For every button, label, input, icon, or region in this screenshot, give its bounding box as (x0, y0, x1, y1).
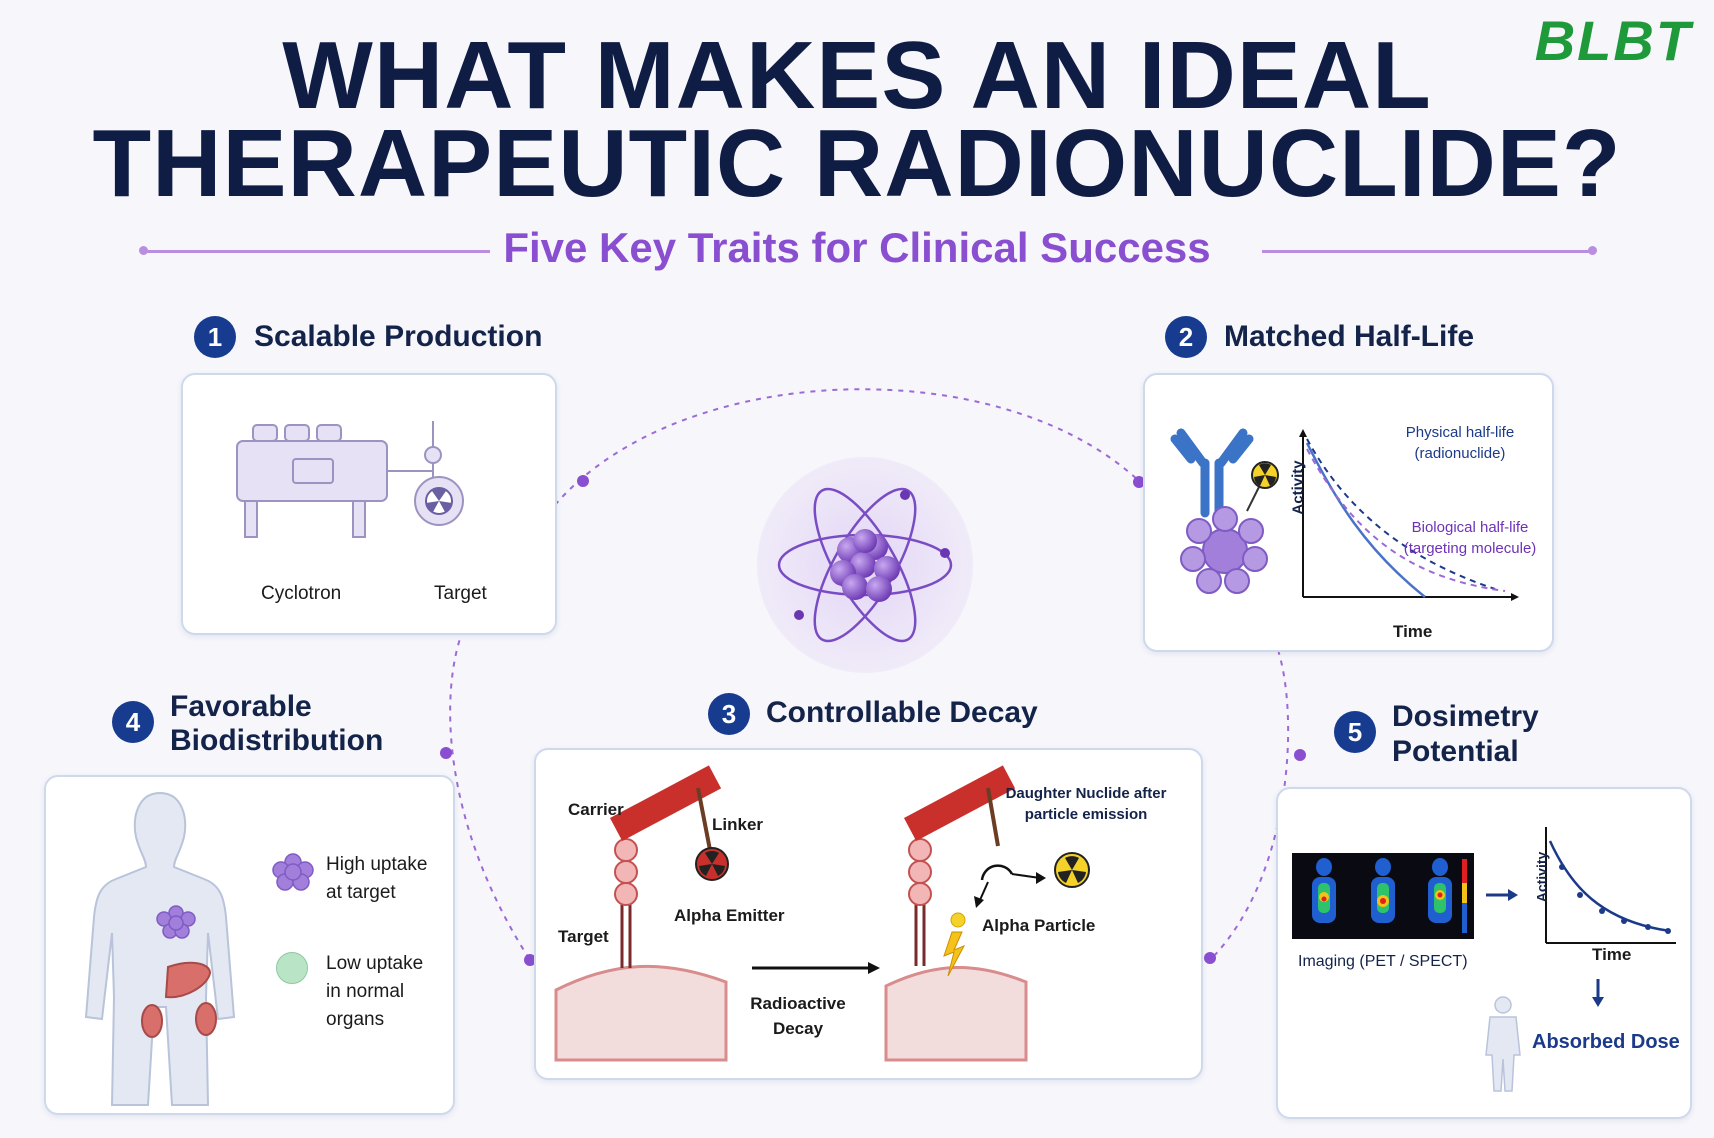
patient-silhouette-icon (1485, 996, 1521, 1092)
scalable-production-card: Cyclotron Target (181, 373, 557, 635)
subtitle-dot-right (1588, 246, 1597, 255)
biological-half-life-sub: (targeting molecule) (1403, 540, 1537, 557)
title-line-2: THERAPEUTIC RADIONUCLIDE? (92, 110, 1622, 217)
target-label: Target (558, 927, 609, 946)
subtitle-dot-left (139, 246, 148, 255)
low-uptake-line-3: organs (326, 1009, 385, 1030)
favorable-biodistribution-card: High uptake at target Low uptake in norm… (44, 775, 455, 1115)
physical-half-life-label: Physical half-life (1405, 424, 1515, 441)
atom-icon (757, 457, 973, 673)
trait-3-number: 3 (708, 693, 750, 735)
physical-half-life-sub: (radionuclide) (1414, 445, 1506, 462)
pet-spect-image (1292, 853, 1474, 939)
down-arrow-icon (1592, 979, 1604, 1007)
human-body-icon (84, 791, 236, 1106)
low-uptake-line-2: in normal (326, 981, 405, 1002)
imaging-label: Imaging (PET / SPECT) (1298, 953, 1468, 970)
title-line-1: WHAT MAKES AN IDEAL (282, 22, 1432, 129)
dosimetry-time-axis: Time (1592, 945, 1632, 964)
subtitle: Five Key Traits for Clinical Success (503, 224, 1211, 271)
antibody-radionuclide-icon (1170, 428, 1279, 594)
time-axis-label: Time (1393, 622, 1433, 641)
brand-logo: BLBT (1534, 9, 1692, 72)
matched-half-life-card: Activity Physical half-life (radionuclid… (1143, 373, 1554, 652)
subtitle-rule-left (142, 250, 490, 253)
trait-2-title: Matched Half-Life (1224, 320, 1475, 353)
activity-axis-label: Activity (1289, 460, 1307, 515)
trait-5-number: 5 (1334, 711, 1376, 753)
subtitle-rule-right (1262, 250, 1592, 253)
alpha-particle-label: Alpha Particle (982, 916, 1096, 935)
trait-4-title-line-2: Biodistribution (170, 724, 384, 757)
daughter-nuclide-sub: particle emission (1024, 806, 1148, 823)
cyclotron-label: Cyclotron (261, 583, 342, 604)
controllable-decay-card: Carrier Linker Target Alpha Emitter Radi… (534, 748, 1203, 1080)
low-uptake-line-1: Low uptake (326, 953, 424, 974)
high-uptake-line-1: High uptake (326, 854, 428, 875)
imaging-to-curve-arrow (1486, 889, 1518, 901)
absorbed-dose-label: Absorbed Dose (1532, 1031, 1680, 1053)
cyclotron-icon (236, 421, 464, 538)
trait-3-title: Controllable Decay (766, 696, 1038, 729)
half-life-curves (1299, 429, 1519, 601)
alpha-emitter-label: Alpha Emitter (674, 906, 785, 925)
radioactive-label: Radioactive (750, 994, 846, 1013)
decay-label: Decay (772, 1019, 824, 1038)
trait-1-title: Scalable Production (254, 320, 543, 353)
high-uptake-line-2: at target (326, 882, 396, 903)
dosimetry-potential-card: Imaging (PET / SPECT) Activity Time Abso… (1276, 787, 1692, 1119)
trait-1-number: 1 (194, 316, 236, 358)
linker-label: Linker (712, 815, 764, 834)
trait-4-number: 4 (112, 701, 154, 743)
trait-5-title-line-2: Potential (1392, 735, 1519, 768)
dosimetry-activity-axis: Activity (1533, 851, 1550, 903)
normal-organ-icon (276, 952, 308, 984)
carrier-label: Carrier (568, 800, 624, 819)
biological-half-life-label: Biological half-life (1411, 519, 1529, 536)
daughter-nuclide-label: Daughter Nuclide after (1005, 785, 1167, 802)
trait-4-title-line-1: Favorable (170, 690, 312, 723)
tumor-cluster-icon (272, 853, 314, 891)
trait-5-title-line-1: Dosimetry (1392, 700, 1539, 733)
decay-illustration (554, 765, 1090, 1062)
trait-2-number: 2 (1165, 316, 1207, 358)
activity-time-curve (1545, 827, 1676, 944)
target-label: Target (434, 583, 487, 604)
